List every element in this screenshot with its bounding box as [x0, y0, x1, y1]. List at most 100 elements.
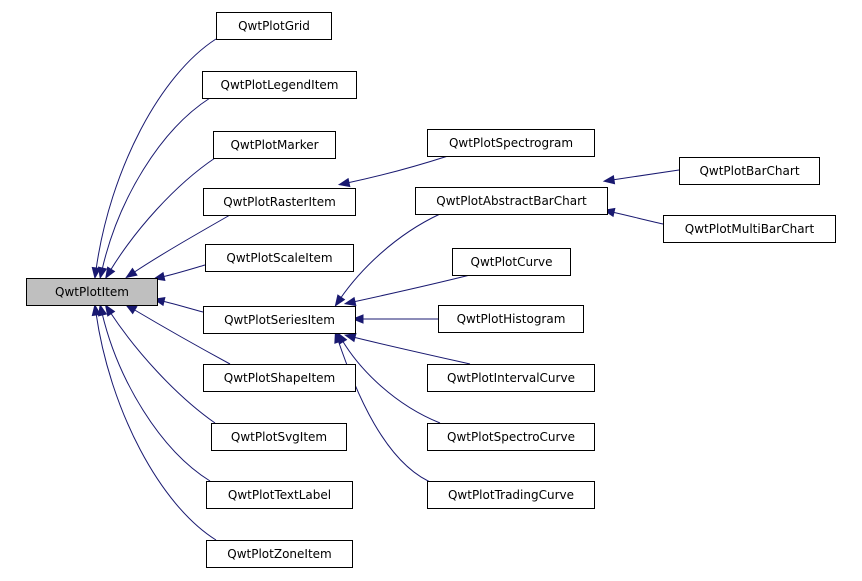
node-box	[427, 481, 595, 509]
node-QwtPlotShapeItem[interactable]: QwtPlotShapeItem	[203, 364, 356, 392]
node-label: QwtPlotZoneItem	[227, 547, 331, 561]
edge-line	[611, 211, 664, 225]
edge-line	[161, 300, 204, 313]
edge-line	[109, 311, 216, 424]
node-QwtPlotMarker[interactable]: QwtPlotMarker	[213, 131, 336, 159]
node-box	[427, 423, 595, 451]
edge-QwtPlotCurve-to-QwtPlotSeriesItem	[343, 274, 471, 307]
node-QwtPlotGrid[interactable]: QwtPlotGrid	[216, 12, 332, 40]
node-label: QwtPlotSeriesItem	[224, 313, 335, 327]
node-label: QwtPlotLegendItem	[221, 78, 339, 92]
node-label: QwtPlotRasterItem	[223, 195, 336, 209]
node-label: QwtPlotItem	[55, 285, 129, 299]
nodes-layer: QwtPlotItem QwtPlotGridQwtPlotLegendItemQ…	[26, 12, 836, 568]
node-QwtPlotScaleItem[interactable]: QwtPlotScaleItem	[205, 244, 354, 272]
node-box	[415, 187, 608, 215]
node-QwtPlotIntervalCurve[interactable]: QwtPlotIntervalCurve	[427, 364, 595, 392]
edge-QwtPlotMarker-to-QwtPlotItem	[105, 157, 216, 279]
edge-QwtPlotSpectrogram-to-QwtPlotRasterItem	[337, 155, 449, 188]
edge-QwtPlotAbstractBarChart-to-QwtPlotSeriesItem	[334, 213, 441, 307]
node-box	[216, 12, 332, 40]
edge-QwtPlotIntervalCurve-to-QwtPlotSeriesItem	[343, 333, 471, 365]
node-QwtPlotItem[interactable]: QwtPlotItem	[26, 278, 158, 306]
node-QwtPlotRasterItem[interactable]: QwtPlotRasterItem	[203, 188, 356, 216]
node-label: QwtPlotSpectroCurve	[447, 430, 575, 444]
edge-line	[341, 339, 441, 424]
edge-QwtPlotMultiBarChart-to-QwtPlotAbstractBarChart	[602, 207, 664, 225]
edge-line	[132, 214, 231, 274]
node-box	[438, 305, 584, 333]
arrowhead-icon	[343, 296, 357, 307]
edge-line	[101, 97, 211, 271]
node-label: QwtPlotMultiBarChart	[685, 222, 815, 236]
arrowhead-icon	[91, 303, 102, 317]
arrowhead-icon	[343, 333, 357, 343]
node-box	[206, 540, 353, 568]
node-QwtPlotCurve[interactable]: QwtPlotCurve	[452, 248, 571, 276]
node-box	[206, 481, 353, 509]
node-box	[205, 244, 354, 272]
edge-QwtPlotSeriesItem-to-QwtPlotItem	[152, 296, 204, 313]
arrowhead-icon	[602, 174, 616, 185]
edge-QwtPlotGrid-to-QwtPlotItem	[91, 38, 217, 280]
edge-line	[339, 213, 441, 300]
edge-QwtPlotZoneItem-to-QwtPlotItem	[91, 303, 217, 541]
node-box	[427, 364, 595, 392]
node-box	[202, 71, 357, 99]
node-box	[211, 423, 347, 451]
edge-QwtPlotTradingCurve-to-QwtPlotSeriesItem	[334, 331, 436, 485]
node-QwtPlotZoneItem[interactable]: QwtPlotZoneItem	[206, 540, 353, 568]
edge-line	[161, 264, 206, 278]
node-QwtPlotTradingCurve[interactable]: QwtPlotTradingCurve	[427, 481, 595, 509]
edge-QwtPlotBarChart-to-QwtPlotAbstractBarChart	[602, 169, 680, 185]
edge-QwtPlotHistogram-to-QwtPlotSeriesItem	[351, 314, 439, 324]
node-QwtPlotBarChart[interactable]: QwtPlotBarChart	[679, 157, 820, 185]
node-label: QwtPlotGrid	[238, 19, 310, 33]
edge-line	[346, 155, 449, 184]
node-label: QwtPlotCurve	[471, 255, 553, 269]
edge-line	[352, 274, 471, 303]
node-QwtPlotMultiBarChart[interactable]: QwtPlotMultiBarChart	[663, 215, 836, 243]
arrowhead-icon	[125, 267, 138, 279]
edge-line	[101, 312, 211, 482]
node-box	[663, 215, 836, 243]
node-box	[452, 248, 571, 276]
edge-QwtPlotTextLabel-to-QwtPlotItem	[97, 303, 211, 482]
node-label: QwtPlotBarChart	[699, 164, 799, 178]
node-QwtPlotAbstractBarChart[interactable]: QwtPlotAbstractBarChart	[415, 187, 608, 215]
node-box	[26, 278, 158, 306]
node-label: QwtPlotSpectrogram	[449, 136, 573, 150]
node-QwtPlotTextLabel[interactable]: QwtPlotTextLabel	[206, 481, 353, 509]
node-box	[203, 188, 356, 216]
edge-line	[132, 308, 231, 365]
node-QwtPlotSvgItem[interactable]: QwtPlotSvgItem	[211, 423, 347, 451]
arrowhead-icon	[97, 266, 108, 280]
node-QwtPlotSpectroCurve[interactable]: QwtPlotSpectroCurve	[427, 423, 595, 451]
node-label: QwtPlotAbstractBarChart	[436, 194, 587, 208]
node-QwtPlotSpectrogram[interactable]: QwtPlotSpectrogram	[427, 129, 595, 157]
node-label: QwtPlotScaleItem	[226, 251, 332, 265]
arrowhead-icon	[91, 266, 102, 280]
node-QwtPlotLegendItem[interactable]: QwtPlotLegendItem	[202, 71, 357, 99]
node-label: QwtPlotTradingCurve	[448, 488, 574, 502]
edges-layer	[91, 38, 680, 541]
edge-line	[611, 169, 680, 181]
arrowhead-icon	[334, 294, 346, 307]
node-label: QwtPlotTextLabel	[228, 488, 331, 502]
node-label: QwtPlotSvgItem	[231, 430, 327, 444]
arrowhead-icon	[334, 331, 344, 344]
node-box	[203, 364, 356, 392]
node-QwtPlotSeriesItem[interactable]: QwtPlotSeriesItem	[203, 306, 356, 334]
node-box	[427, 129, 595, 157]
edge-QwtPlotRasterItem-to-QwtPlotItem	[125, 214, 231, 279]
arrowhead-icon	[97, 303, 108, 317]
node-label: QwtPlotShapeItem	[224, 371, 335, 385]
edge-line	[95, 312, 217, 541]
arrowhead-icon	[124, 304, 138, 315]
arrowhead-icon	[351, 314, 364, 324]
node-QwtPlotHistogram[interactable]: QwtPlotHistogram	[438, 305, 584, 333]
arrowhead-icon	[105, 266, 116, 279]
node-label: QwtPlotIntervalCurve	[447, 371, 575, 385]
node-label: QwtPlotHistogram	[457, 312, 566, 326]
